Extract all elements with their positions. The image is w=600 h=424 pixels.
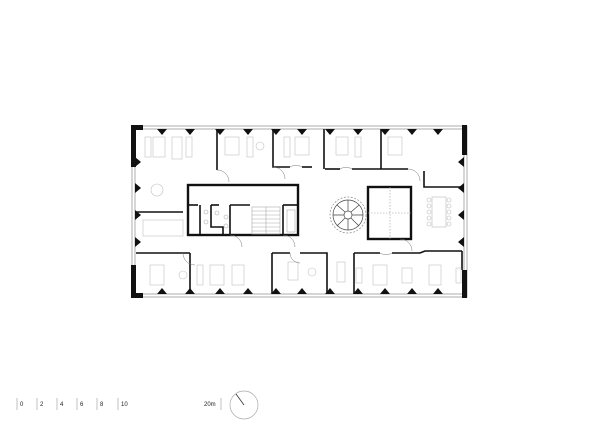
scale-tick-8: 8	[100, 402, 104, 408]
exterior-walls	[131, 125, 467, 298]
scale-tick-10: 10	[121, 402, 128, 408]
round-tables	[150, 141, 317, 280]
toilets	[203, 209, 229, 229]
scale-unit-label: 20m	[204, 402, 216, 408]
doors	[182, 165, 421, 266]
desks	[142, 136, 462, 286]
scale-tick-6: 6	[80, 402, 84, 408]
scale-tick-2: 2	[40, 402, 44, 408]
stair	[251, 206, 296, 235]
columns	[135, 129, 464, 294]
scale-tick-0: 0	[20, 402, 24, 408]
spiral-stair	[329, 196, 367, 234]
scale-tick-4: 4	[60, 402, 64, 408]
partitions	[136, 129, 463, 294]
north-arrow-icon	[229, 390, 259, 420]
meeting-table	[426, 196, 452, 228]
scale-bar	[16, 398, 222, 410]
core	[186, 183, 300, 237]
storage-room	[366, 185, 413, 241]
